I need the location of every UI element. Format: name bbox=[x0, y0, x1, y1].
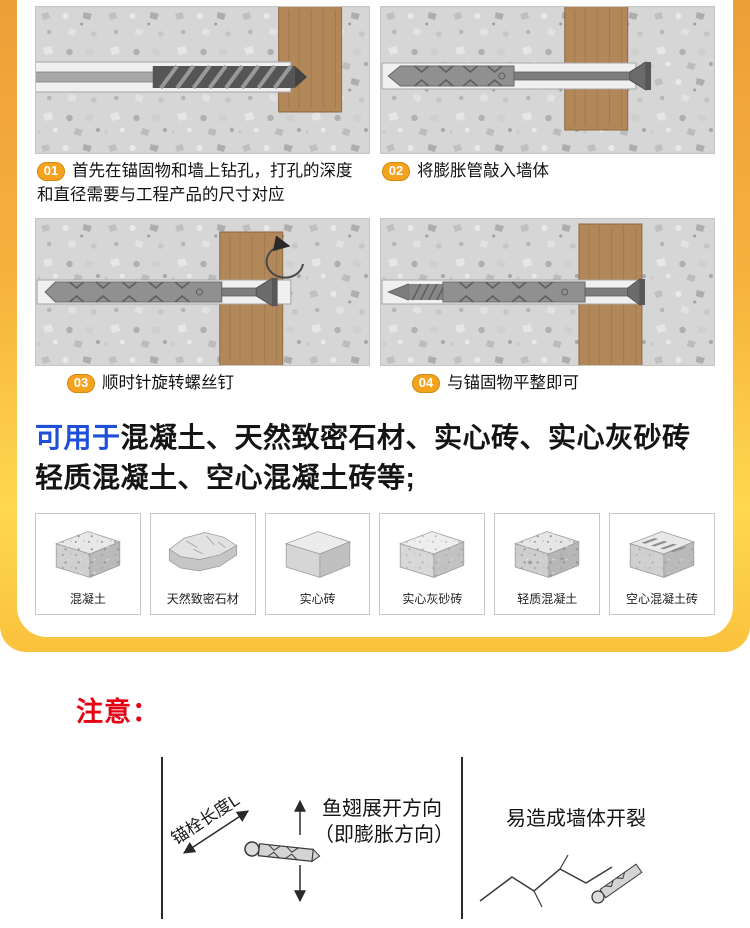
step-4-illustration bbox=[380, 217, 715, 366]
step-text: 与锚固物平整即可 bbox=[447, 373, 579, 392]
material-label: 实心灰砂砖 bbox=[402, 591, 463, 606]
step-caption: 04 与锚固物平整即可 bbox=[380, 366, 715, 406]
material-card: 轻质混凝土 bbox=[494, 512, 601, 615]
material-label: 天然致密石材 bbox=[166, 591, 239, 606]
material-card: 实心灰砂砖 bbox=[379, 512, 486, 615]
step-caption: 02 将膨胀管敲入墙体 bbox=[380, 154, 715, 194]
material-label: 轻质混凝土 bbox=[517, 591, 578, 606]
expansion-sleeve-icon bbox=[387, 65, 515, 87]
step-3-illustration bbox=[35, 217, 370, 366]
notice-diagram: 锚栓长度L 鱼翅展开方向 （即膨胀方向） 易造成墙体开裂 bbox=[161, 756, 646, 919]
material-card: 空心混凝土砖 bbox=[609, 512, 715, 615]
step-1-illustration bbox=[35, 6, 370, 154]
usage-prefix: 可用于 bbox=[35, 421, 121, 453]
lightweight-concrete-icon bbox=[514, 531, 581, 578]
step-number-badge: 04 bbox=[412, 373, 440, 393]
step-text: 首先在锚固物和墙上钻孔，打孔的深度和直径需要与工程产品的尺寸对应 bbox=[37, 162, 353, 204]
expansion-sleeve-icon bbox=[44, 281, 223, 303]
screw-nail-icon bbox=[513, 61, 652, 91]
material-label: 实心砖 bbox=[299, 591, 336, 606]
usage-line1: 混凝土、天然致密石材、实心砖、实心灰砂砖 bbox=[120, 421, 691, 453]
step-item-4: 04 与锚固物平整即可 bbox=[380, 217, 715, 406]
screw-icon bbox=[221, 276, 278, 307]
material-card: 混凝土 bbox=[35, 512, 141, 615]
step-2-illustration bbox=[380, 6, 715, 154]
step-text: 将膨胀管敲入墙体 bbox=[417, 162, 549, 180]
step-item-2: 02 将膨胀管敲入墙体 bbox=[380, 6, 715, 218]
flush-screw-head-icon bbox=[584, 277, 645, 306]
screw-tip-icon bbox=[387, 283, 446, 301]
materials-row: 混凝土 天然致密石材 实心砖 bbox=[35, 512, 715, 615]
step-number-badge: 02 bbox=[382, 161, 410, 181]
hollow-concrete-block-icon bbox=[629, 531, 695, 578]
step-item-3: 03 顺时针旋转螺丝钉 bbox=[35, 217, 370, 406]
step-number-badge: 03 bbox=[67, 373, 95, 393]
material-card: 天然致密石材 bbox=[149, 512, 256, 615]
drill-bit-icon bbox=[35, 64, 308, 90]
anchor-illustration bbox=[244, 841, 321, 863]
expansion-sleeve-icon bbox=[442, 281, 586, 303]
material-card: 实心砖 bbox=[264, 512, 371, 615]
crack-illustration bbox=[479, 854, 643, 908]
usage-line2: 轻质混凝土、空心混凝土砖等; bbox=[35, 462, 416, 494]
step-caption: 03 顺时针旋转螺丝钉 bbox=[35, 366, 370, 406]
step-number-badge: 01 bbox=[37, 161, 65, 181]
usage-statement: 可用于混凝土、天然致密石材、实心砖、实心灰砂砖 轻质混凝土、空心混凝土砖等; bbox=[35, 418, 715, 499]
step-text: 顺时针旋转螺丝钉 bbox=[102, 373, 234, 392]
material-label: 空心混凝土砖 bbox=[626, 591, 699, 606]
anchor-length-arrow bbox=[182, 810, 250, 854]
concrete-block-icon bbox=[54, 531, 121, 578]
natural-stone-icon bbox=[168, 532, 238, 572]
rotate-arrow-icon bbox=[265, 235, 305, 279]
crack-warning-label: 易造成墙体开裂 bbox=[506, 807, 646, 830]
notice-title: 注意： bbox=[76, 696, 160, 727]
sand-lime-brick-icon bbox=[399, 531, 466, 578]
wood-block bbox=[278, 6, 343, 113]
solid-brick-icon bbox=[284, 531, 351, 578]
material-label: 混凝土 bbox=[69, 591, 106, 606]
fin-direction-label: 鱼翅展开方向 bbox=[322, 797, 442, 820]
fin-direction-label-2: （即膨胀方向） bbox=[314, 823, 454, 846]
